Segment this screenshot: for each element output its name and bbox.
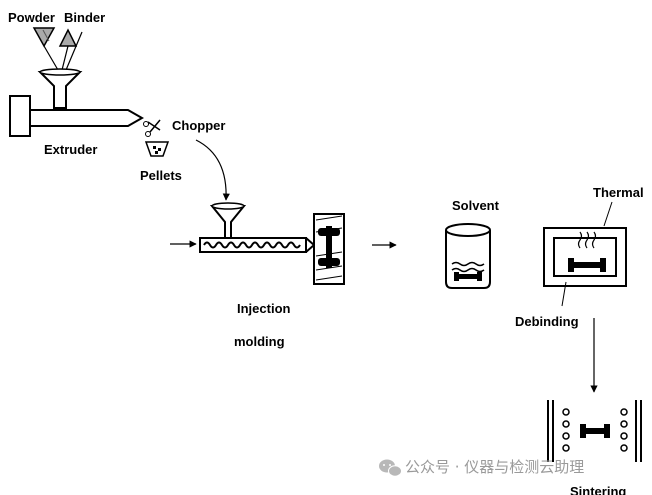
debinding-pointer — [561, 281, 567, 307]
chopper-label: Chopper — [172, 118, 225, 133]
solvent-label: Solvent — [452, 198, 500, 213]
pellets-icon — [144, 141, 170, 157]
powder-label: Powder — [8, 10, 55, 25]
injection-label-line1: Injection — [237, 301, 291, 316]
injection-label-line2: molding — [234, 334, 285, 349]
injection-hopper — [209, 202, 247, 239]
pellet-transfer-arrow — [195, 139, 230, 201]
powder-feed — [32, 27, 59, 71]
thermal-label: Thermal — [593, 185, 644, 200]
debinding-label: Debinding — [515, 314, 579, 329]
solvent-bath — [445, 223, 491, 289]
sintering-label: Sintering — [570, 484, 626, 495]
extruder-label: Extruder — [44, 142, 97, 157]
injection-screw — [199, 237, 316, 253]
chopper-icon — [143, 119, 161, 137]
pellets-label: Pellets — [140, 168, 182, 183]
mold-block — [313, 213, 345, 285]
extruder — [9, 95, 145, 137]
sintering-furnace — [547, 400, 642, 462]
binder-feed — [58, 28, 83, 71]
thermal-pointer — [603, 201, 613, 227]
binder-label: Binder — [64, 10, 105, 25]
wechat-icon — [379, 459, 402, 477]
thermal-furnace — [543, 227, 627, 287]
watermark-text: 公众号 · 仪器与检测云助理 — [405, 458, 584, 476]
extruder-hopper — [37, 68, 83, 109]
